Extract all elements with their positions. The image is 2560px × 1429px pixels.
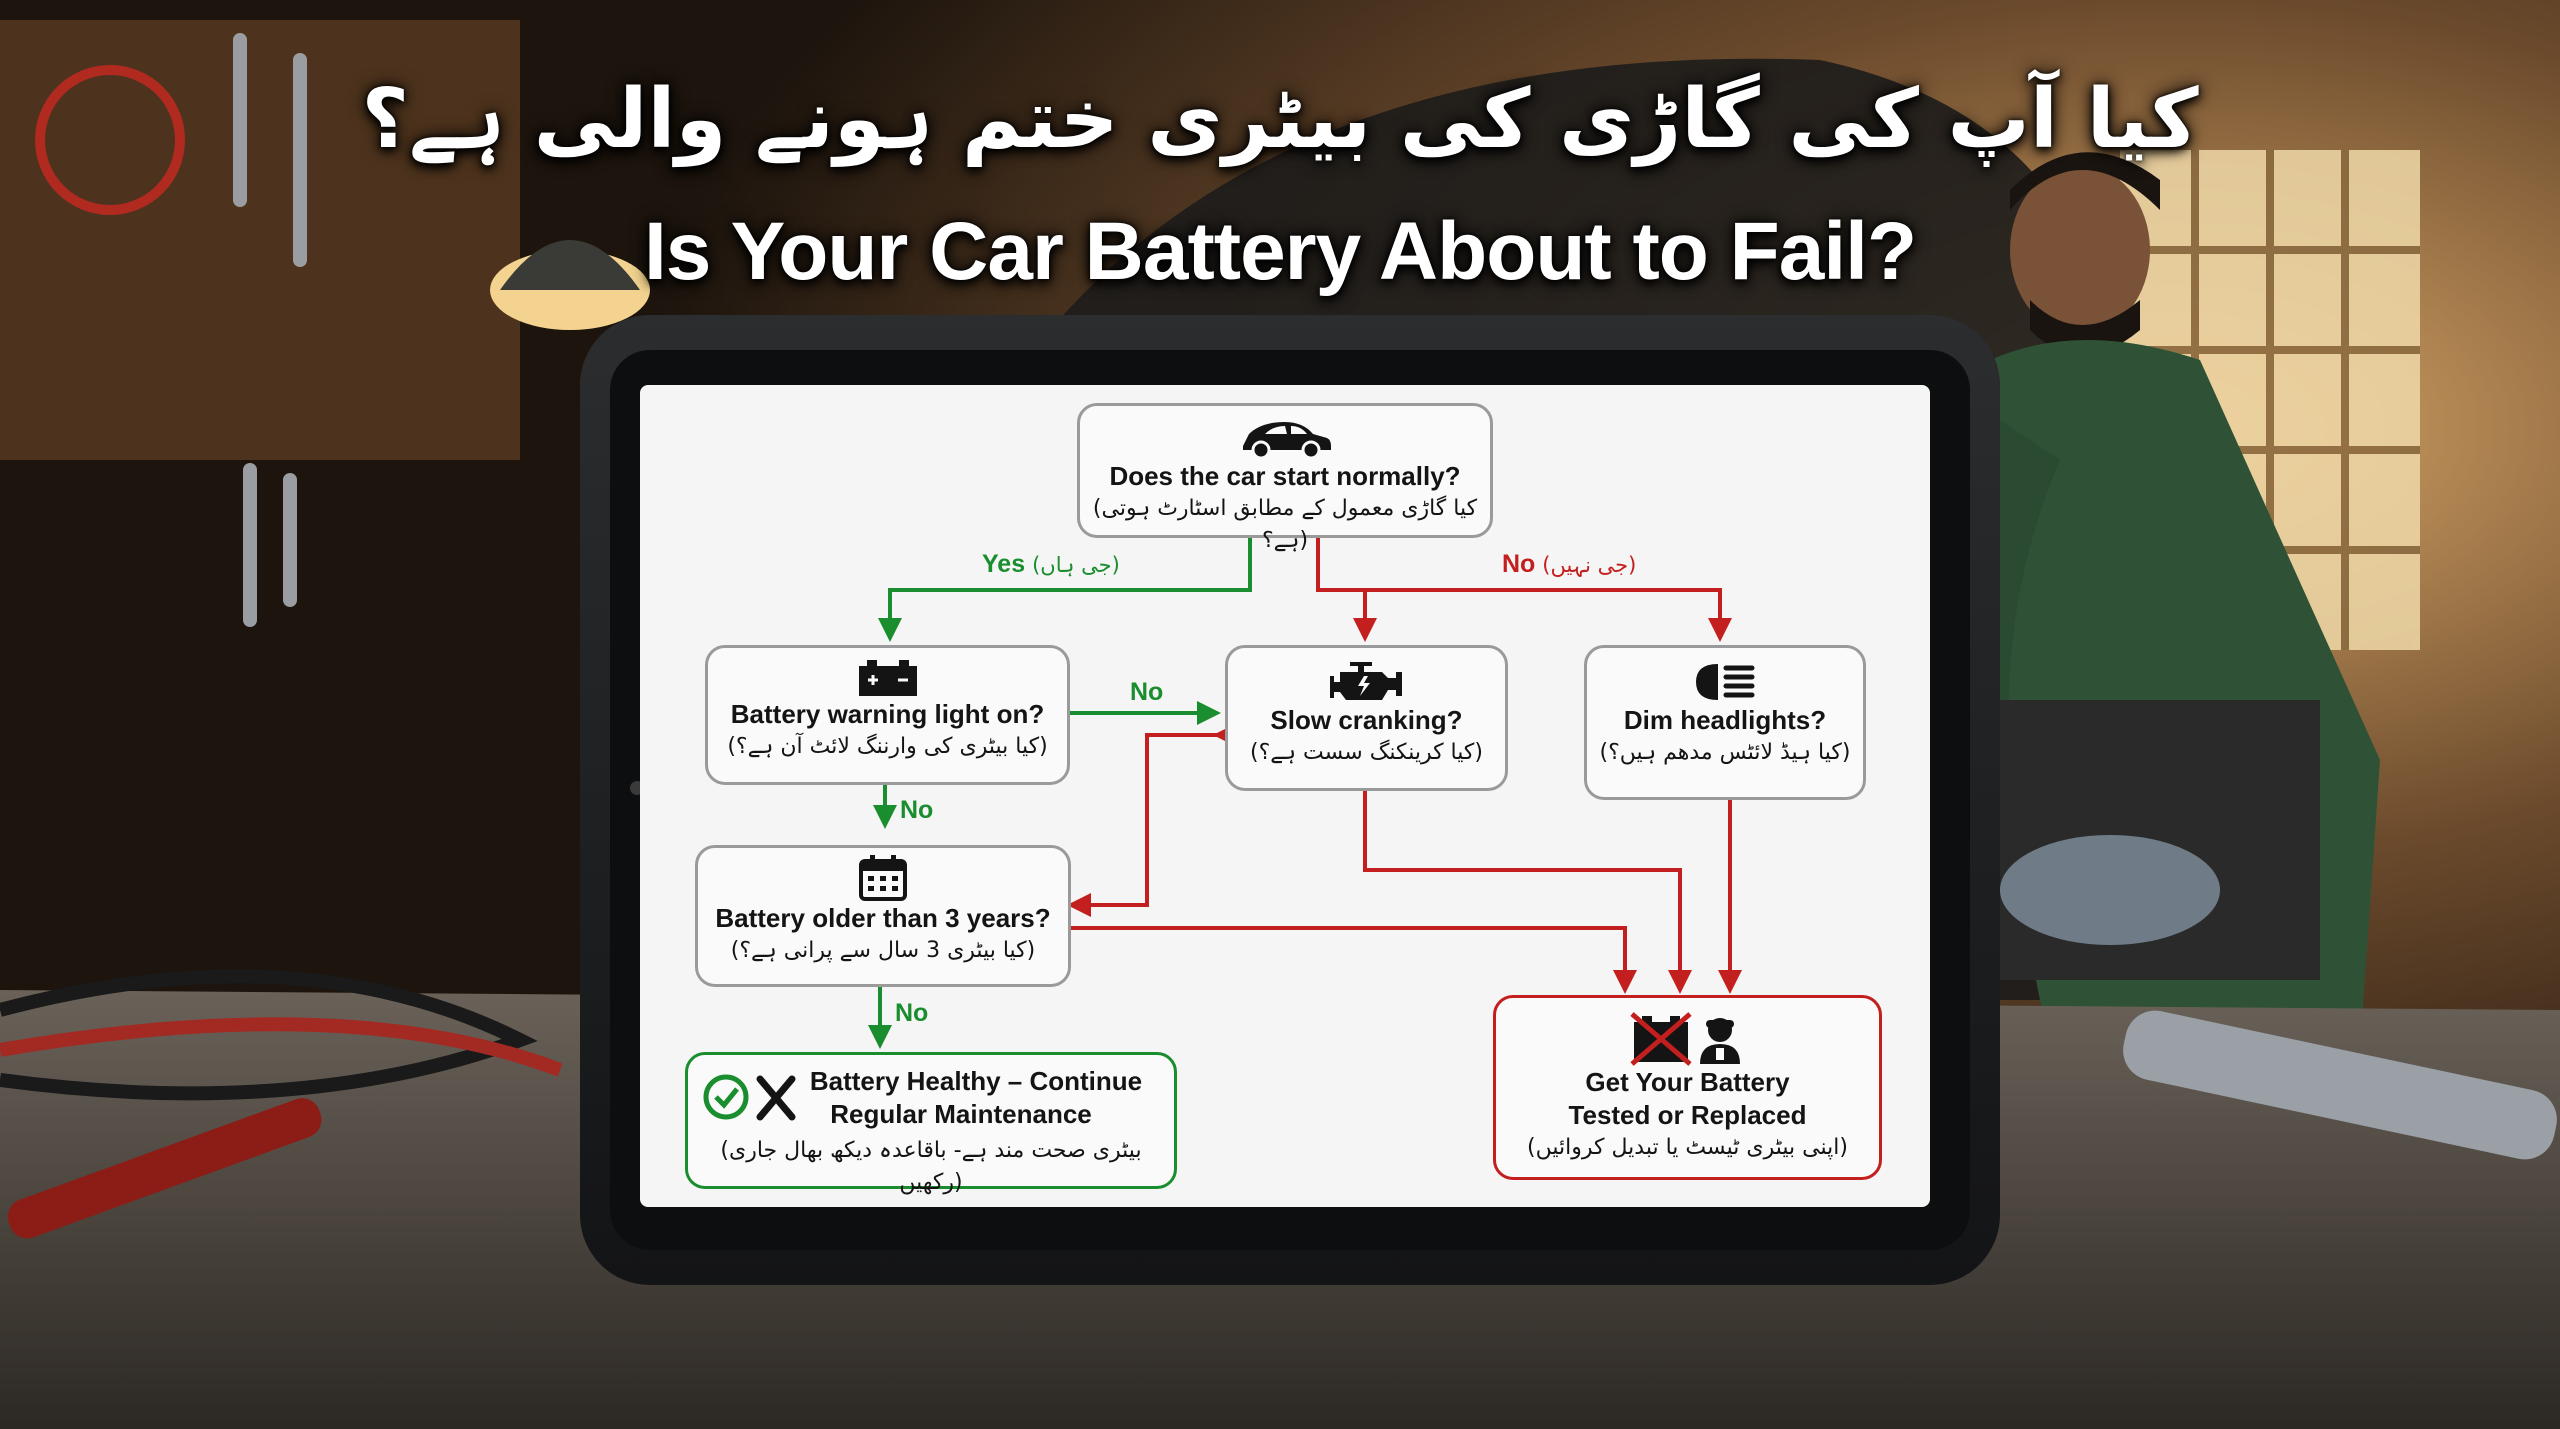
node-dim-headlights: Dim headlights? (کیا ہیڈ لائٹس مدھم ہیں؟… [1584, 645, 1866, 800]
flow-connectors [868, 538, 1742, 1049]
title-urdu: کیا آپ کی گاڑی کی بیٹری ختم ہونے والی ہے… [361, 72, 2199, 167]
no-arrow-split [1316, 538, 1732, 642]
node-slow-cranking: Slow cranking? (کیا کرینکنگ سست ہے؟) [1225, 645, 1508, 791]
older-cranking-link [1067, 723, 1237, 917]
replace-title-line1: Get Your Battery [1585, 1067, 1790, 1097]
yes-label: Yes (جی ہاں) [982, 550, 1120, 578]
headlights-question-urdu: (کیا ہیڈ لائٹس مدھم ہیں؟) [1599, 740, 1851, 765]
older-to-replace [1071, 926, 1637, 994]
start-question: Does the car start normally? [1109, 461, 1461, 491]
headlights-question: Dim headlights? [1623, 705, 1827, 735]
healthy-urdu: (بیٹری صحت مند ہے- باقاعدہ دیکھ بھال جار… [720, 1138, 1142, 1195]
no-label-top: No (جی نہیں) [1502, 550, 1637, 578]
age-question: Battery older than 3 years? [715, 903, 1051, 933]
replace-urdu: (اپنی بیٹری ٹیسٹ یا تبدیل کروائیں) [1527, 1135, 1848, 1160]
replace-title-line2: Tested or Replaced [1568, 1100, 1807, 1130]
node-battery-age: Battery older than 3 years? (کیا بیٹری 3… [695, 845, 1071, 987]
cranking-question-urdu: (کیا کرینکنگ سست ہے؟) [1250, 740, 1483, 765]
node-warning-light: Battery warning light on? (کیا بیٹری کی … [705, 645, 1070, 785]
headlight-icon [1696, 664, 1755, 700]
no-label-older-down: No [895, 999, 929, 1027]
node-start: Does the car start normally? (کیا گاڑی م… [1077, 403, 1493, 553]
healthy-title-line1: Battery Healthy – Continue [809, 1066, 1143, 1096]
no-label-warning-down: No [900, 796, 934, 824]
healthy-title-line2: Regular Maintenance [830, 1099, 1092, 1129]
battery-icon [858, 660, 917, 696]
warning-question-urdu: (کیا بیٹری کی وارننگ لائٹ آن ہے؟) [727, 734, 1048, 759]
no-label-warning-right: No [1130, 678, 1164, 706]
start-question-urdu: (کیا گاڑی معمول کے مطابق اسٹارٹ ہوتی ہے؟… [1092, 496, 1478, 553]
warning-question: Battery warning light on? [730, 699, 1045, 729]
tablet-screen: Yes (جی ہاں) No (جی نہیں) No No No Does … [640, 385, 1930, 1207]
title-english: Is Your Car Battery About to Fail? [643, 206, 1917, 297]
age-question-urdu: (کیا بیٹری 3 سال سے پرانی ہے؟) [730, 938, 1036, 963]
node-get-tested: Get Your Battery Tested or Replaced (اپن… [1493, 995, 1882, 1180]
battery-mechanic-icon [1629, 1012, 1740, 1066]
cranking-to-replace [1363, 791, 1692, 994]
check-tools-icon [703, 1074, 796, 1121]
node-battery-healthy: Battery Healthy – Continue Regular Maint… [685, 1052, 1177, 1195]
calendar-icon [859, 855, 907, 901]
engine-icon [1329, 662, 1402, 700]
car-icon [1243, 422, 1331, 460]
cranking-question: Slow cranking? [1270, 705, 1463, 735]
yes-arrow [878, 538, 1252, 642]
